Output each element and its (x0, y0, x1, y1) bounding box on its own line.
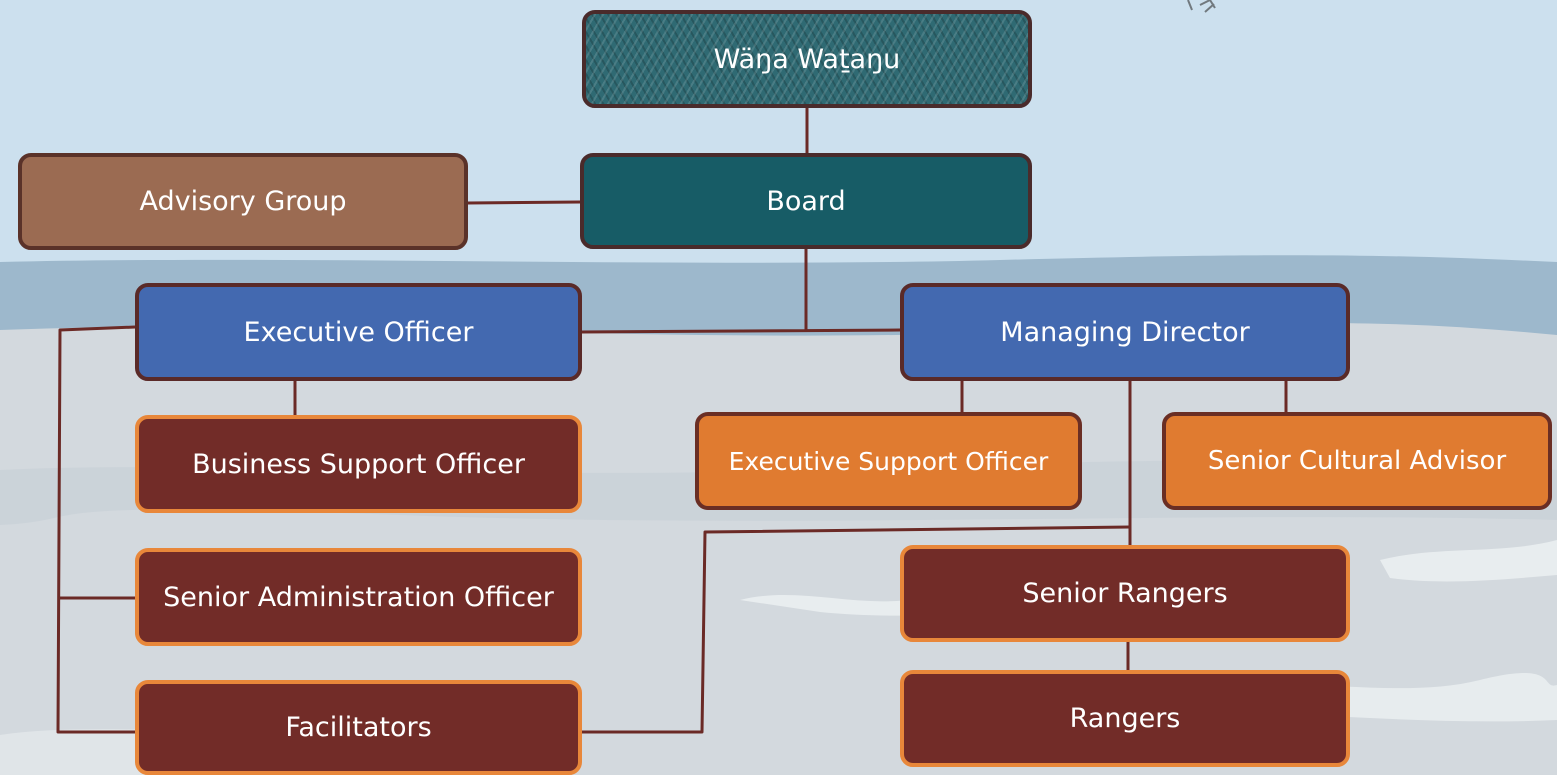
node-label-senior-administration-officer: Senior Administration Officer (163, 581, 554, 613)
node-senior-administration-officer: Senior Administration Officer (135, 548, 582, 646)
node-label-senior-rangers: Senior Rangers (1022, 578, 1228, 609)
connector-executive-officer-left-rail (56, 325, 136, 734)
node-advisory-group: Advisory Group (18, 153, 468, 250)
node-facilitators: Facilitators (135, 680, 582, 775)
node-label-senior-cultural-advisor: Senior Cultural Advisor (1207, 446, 1507, 476)
node-label-managing-director: Managing Director (1000, 316, 1250, 348)
node-label-wana-watanu: Wäŋa Waṯaŋu (713, 43, 901, 75)
node-executive-support-officer: Executive Support Officer (695, 412, 1082, 510)
connector-board-executive-managing (581, 249, 901, 334)
node-label-executive-officer: Executive Officer (243, 316, 474, 348)
node-label-facilitators: Facilitators (285, 712, 432, 743)
node-managing-director: Managing Director (900, 283, 1350, 381)
node-label-advisory-group: Advisory Group (139, 186, 347, 217)
node-board: Board (580, 153, 1032, 249)
node-label-business-support-officer: Business Support Officer (192, 448, 525, 480)
node-business-support-officer: Business Support Officer (135, 415, 582, 513)
connector-managing-director-support (960, 381, 1288, 412)
node-label-rangers: Rangers (1069, 703, 1181, 734)
node-rangers: Rangers (900, 670, 1350, 767)
node-label-executive-support-officer: Executive Support Officer (728, 446, 1049, 476)
node-executive-officer: Executive Officer (135, 283, 582, 381)
node-wana-watanu: Wäŋa Waṯaŋu (582, 10, 1032, 108)
connector-managing-director-facilitators (582, 525, 1131, 734)
node-senior-rangers: Senior Rangers (900, 545, 1350, 642)
node-senior-cultural-advisor: Senior Cultural Advisor (1162, 412, 1552, 510)
connector-board-advisory-group (467, 200, 581, 205)
node-label-board: Board (766, 185, 846, 217)
